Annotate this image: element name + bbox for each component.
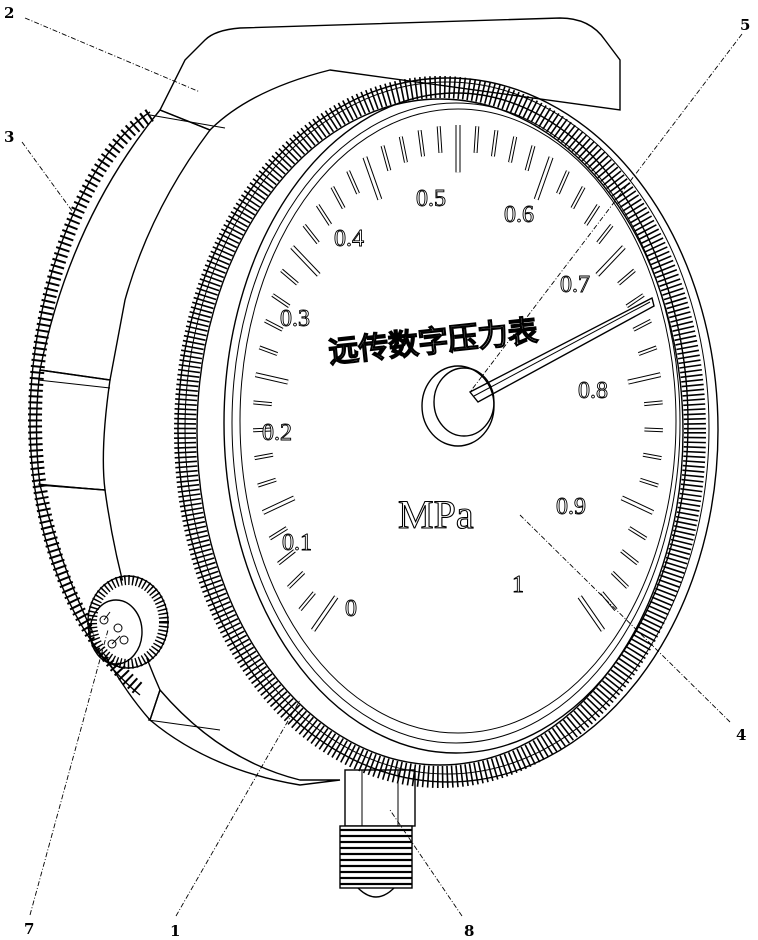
scale-label-0.6: 0.6 xyxy=(504,202,534,228)
callout-7: 7 xyxy=(24,920,34,938)
scale-label-0.9: 0.9 xyxy=(556,494,586,520)
callout-1: 1 xyxy=(170,922,180,940)
scale-label-1: 1 xyxy=(512,572,524,598)
scale-label-0.2: 0.2 xyxy=(262,420,292,446)
scale-label-0.8: 0.8 xyxy=(578,378,608,404)
scale-label-0.7: 0.7 xyxy=(560,272,590,298)
callout-5: 5 xyxy=(740,16,750,34)
scale-label-0.4: 0.4 xyxy=(334,226,364,252)
scale-label-0.5: 0.5 xyxy=(416,186,446,212)
pointer-needle xyxy=(421,296,655,447)
front-knurled-bezel xyxy=(174,76,719,788)
leader-lines xyxy=(21,17,743,917)
callout-2: 2 xyxy=(4,4,14,22)
scale-labels: 0 0.1 0.2 0.3 0.4 0.5 0.6 0.7 0.8 0.9 1 xyxy=(262,186,609,623)
callout-8: 8 xyxy=(464,922,474,940)
gauge-housing xyxy=(35,17,621,786)
scale-ticks xyxy=(253,125,663,632)
callout-3: 3 xyxy=(4,128,14,146)
scale-label-0.1: 0.1 xyxy=(282,530,312,556)
scale-label-0.3: 0.3 xyxy=(280,306,310,332)
rear-knurled-ring xyxy=(27,109,154,696)
electrical-connector xyxy=(87,575,169,669)
dial-unit: MPa xyxy=(398,492,474,537)
pressure-stem xyxy=(339,769,416,898)
dial-face xyxy=(223,92,689,754)
scale-label-0: 0 xyxy=(345,596,357,622)
callout-labels: 2 3 5 4 7 1 8 xyxy=(4,4,750,940)
callout-4: 4 xyxy=(736,726,746,744)
